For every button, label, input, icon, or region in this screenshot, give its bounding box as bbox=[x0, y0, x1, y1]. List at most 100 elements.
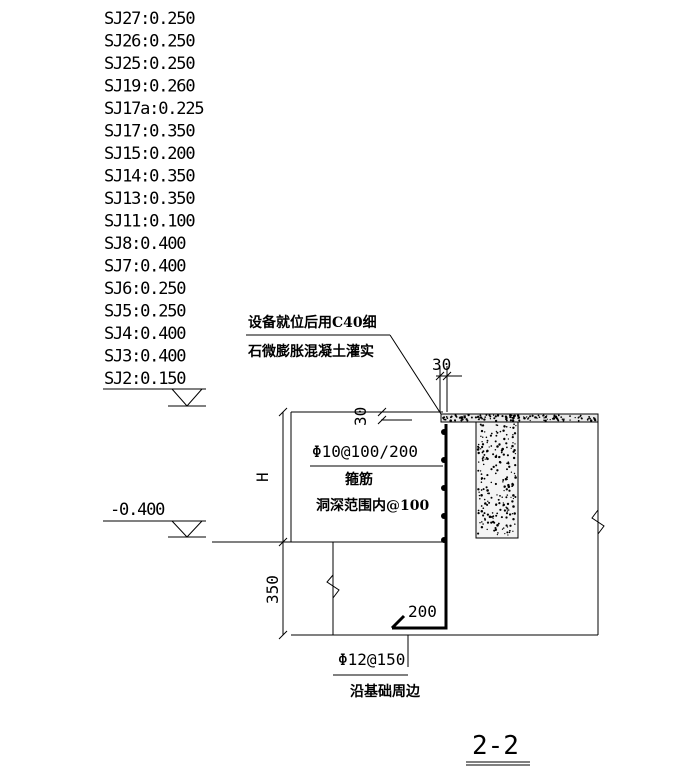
aggregate-dot bbox=[479, 470, 482, 472]
aggregate-dot bbox=[480, 505, 483, 507]
aggregate-dot bbox=[508, 489, 511, 492]
aggregate-dot bbox=[512, 442, 514, 444]
aggregate-dot bbox=[510, 471, 513, 473]
aggregate-dot bbox=[482, 523, 484, 525]
aggregate-dot bbox=[486, 513, 490, 516]
stirrup-note-line-1: Φ10@100/200 bbox=[312, 442, 418, 461]
main-rebar bbox=[390, 424, 448, 630]
aggregate-dot bbox=[569, 419, 571, 421]
aggregate-dot bbox=[506, 510, 509, 512]
aggregate-dot bbox=[476, 448, 480, 451]
aggregate-dot bbox=[482, 450, 485, 453]
aggregate-dot bbox=[557, 414, 560, 417]
aggregate-dot bbox=[489, 418, 492, 420]
dim-30-gap-label: 30 bbox=[351, 407, 370, 426]
aggregate-dot bbox=[537, 414, 540, 417]
aggregate-dot bbox=[514, 464, 517, 467]
aggregate-dot bbox=[483, 477, 486, 480]
aggregate-dot bbox=[492, 465, 495, 469]
aggregate-dot bbox=[492, 453, 495, 456]
aggregate-dot bbox=[450, 415, 453, 418]
aggregate-dot bbox=[509, 529, 511, 532]
aggregate-dot bbox=[513, 432, 517, 435]
aggregate-dot bbox=[480, 445, 484, 449]
aggregate-dot bbox=[501, 496, 503, 499]
aggregate-dot bbox=[486, 450, 488, 453]
aggregate-dot bbox=[514, 495, 517, 499]
aggregate-dot bbox=[486, 521, 490, 524]
aggregate-dot bbox=[527, 418, 529, 420]
aggregate-dot bbox=[506, 462, 508, 465]
section-level-item: SJ11:0.100 bbox=[104, 212, 195, 232]
dim-H: H bbox=[253, 407, 288, 547]
rebar-note: Φ12@150 沿基础周边 bbox=[333, 635, 421, 700]
aggregate-dot bbox=[486, 528, 488, 531]
aggregate-dot bbox=[494, 526, 497, 530]
aggregate-dot bbox=[482, 514, 485, 517]
aggregate-dot bbox=[500, 451, 503, 454]
aggregate-dot bbox=[506, 476, 509, 479]
aggregate-dot bbox=[586, 418, 589, 421]
aggregate-dot bbox=[507, 462, 510, 465]
aggregate-dot bbox=[494, 529, 497, 532]
break-line-left bbox=[326, 574, 340, 599]
aggregate-dot bbox=[474, 416, 477, 419]
aggregate-dot bbox=[488, 446, 490, 448]
aggregate-dot bbox=[478, 447, 480, 449]
section-level-item: SJ4:0.400 bbox=[104, 324, 186, 344]
aggregate-dot bbox=[494, 415, 497, 418]
aggregate-dot bbox=[480, 481, 483, 483]
rebar-note-line-1: Φ12@150 bbox=[338, 650, 405, 669]
aggregate-dot bbox=[511, 500, 514, 503]
aggregate-dot bbox=[488, 515, 492, 519]
aggregate-dot bbox=[483, 453, 486, 456]
aggregate-dot bbox=[514, 475, 516, 477]
aggregate-dot bbox=[496, 431, 499, 434]
aggregate-dot bbox=[480, 435, 482, 438]
aggregate-dot bbox=[495, 430, 498, 433]
aggregate-dot bbox=[479, 448, 482, 450]
aggregate-dot bbox=[502, 505, 504, 507]
aggregate-dot bbox=[493, 417, 496, 420]
slab-aggregate-dots bbox=[442, 413, 597, 423]
aggregate-dot bbox=[491, 512, 494, 514]
aggregate-dot bbox=[502, 453, 505, 456]
aggregate-dot bbox=[484, 518, 487, 521]
section-level-item: SJ19:0.260 bbox=[104, 77, 195, 97]
break-line-right bbox=[591, 509, 605, 535]
aggregate-dot bbox=[543, 417, 545, 419]
aggregate-dot bbox=[482, 456, 485, 459]
aggregate-dot bbox=[505, 419, 508, 422]
section-level-item: SJ15:0.200 bbox=[104, 144, 195, 164]
aggregate-dot bbox=[577, 419, 580, 422]
aggregate-dot bbox=[507, 483, 510, 487]
aggregate-dot bbox=[499, 495, 501, 497]
aggregate-dot bbox=[449, 419, 452, 422]
concrete-column bbox=[475, 421, 519, 539]
aggregate-dot bbox=[456, 416, 458, 418]
aggregate-dot bbox=[461, 418, 464, 421]
aggregate-dot bbox=[512, 426, 515, 429]
section-level-item: SJ6:0.250 bbox=[104, 279, 186, 299]
aggregate-dot bbox=[508, 513, 512, 516]
aggregate-dot bbox=[511, 513, 514, 515]
aggregate-dot bbox=[518, 419, 521, 422]
aggregate-dot bbox=[590, 419, 593, 422]
dim-350-label: 350 bbox=[263, 575, 282, 604]
aggregate-dot bbox=[501, 415, 504, 418]
aggregate-dot bbox=[578, 416, 580, 418]
aggregate-dot bbox=[446, 417, 449, 420]
aggregate-dot bbox=[459, 416, 461, 418]
aggregate-dot bbox=[481, 443, 485, 446]
aggregate-dot bbox=[507, 438, 510, 440]
aggregate-dot bbox=[587, 417, 589, 420]
aggregate-dot bbox=[482, 507, 485, 510]
aggregate-dot bbox=[460, 416, 464, 419]
aggregate-dot bbox=[496, 533, 499, 536]
aggregate-dot bbox=[562, 419, 565, 422]
aggregate-dot bbox=[552, 417, 556, 420]
aggregate-dot bbox=[497, 522, 500, 525]
aggregate-dot bbox=[485, 436, 488, 439]
stirrup-note-line-2: 箍筋 bbox=[345, 471, 373, 488]
aggregate-dot bbox=[514, 523, 516, 525]
